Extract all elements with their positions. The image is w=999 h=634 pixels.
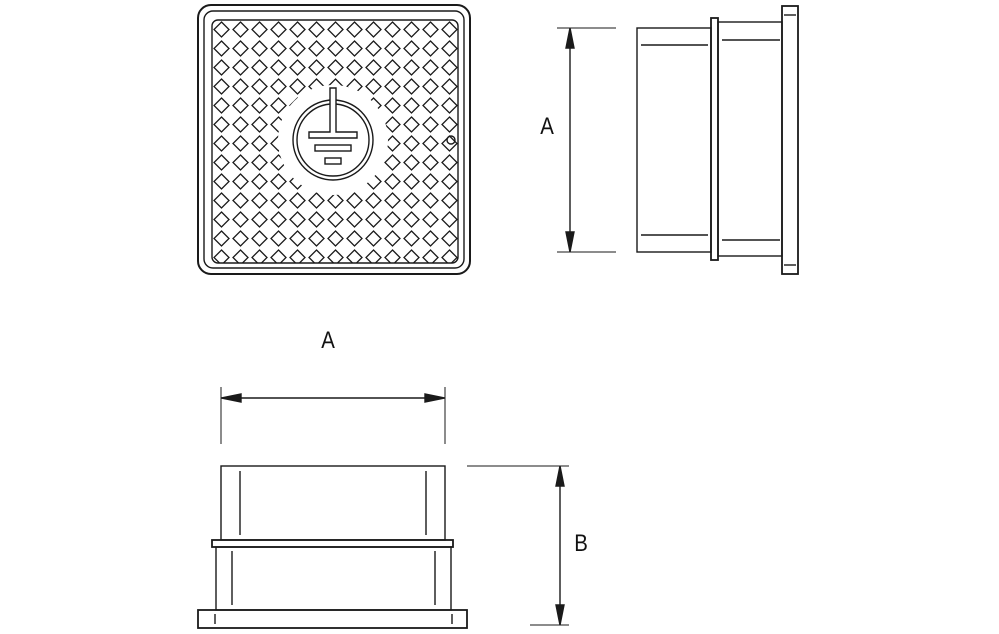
lock-hole-icon [446,135,456,145]
dimension-a-front-label: A [321,327,335,354]
side-view [636,5,799,275]
top-view-cover [197,4,471,275]
protective-earth-ground-icon [292,87,374,181]
front-view [197,465,468,629]
dimension-a-front [220,387,446,444]
dimension-a-side [557,27,616,253]
dimension-b [467,465,569,626]
dimension-b-label: B [574,530,588,557]
dimension-a-side-label: A [540,113,554,140]
